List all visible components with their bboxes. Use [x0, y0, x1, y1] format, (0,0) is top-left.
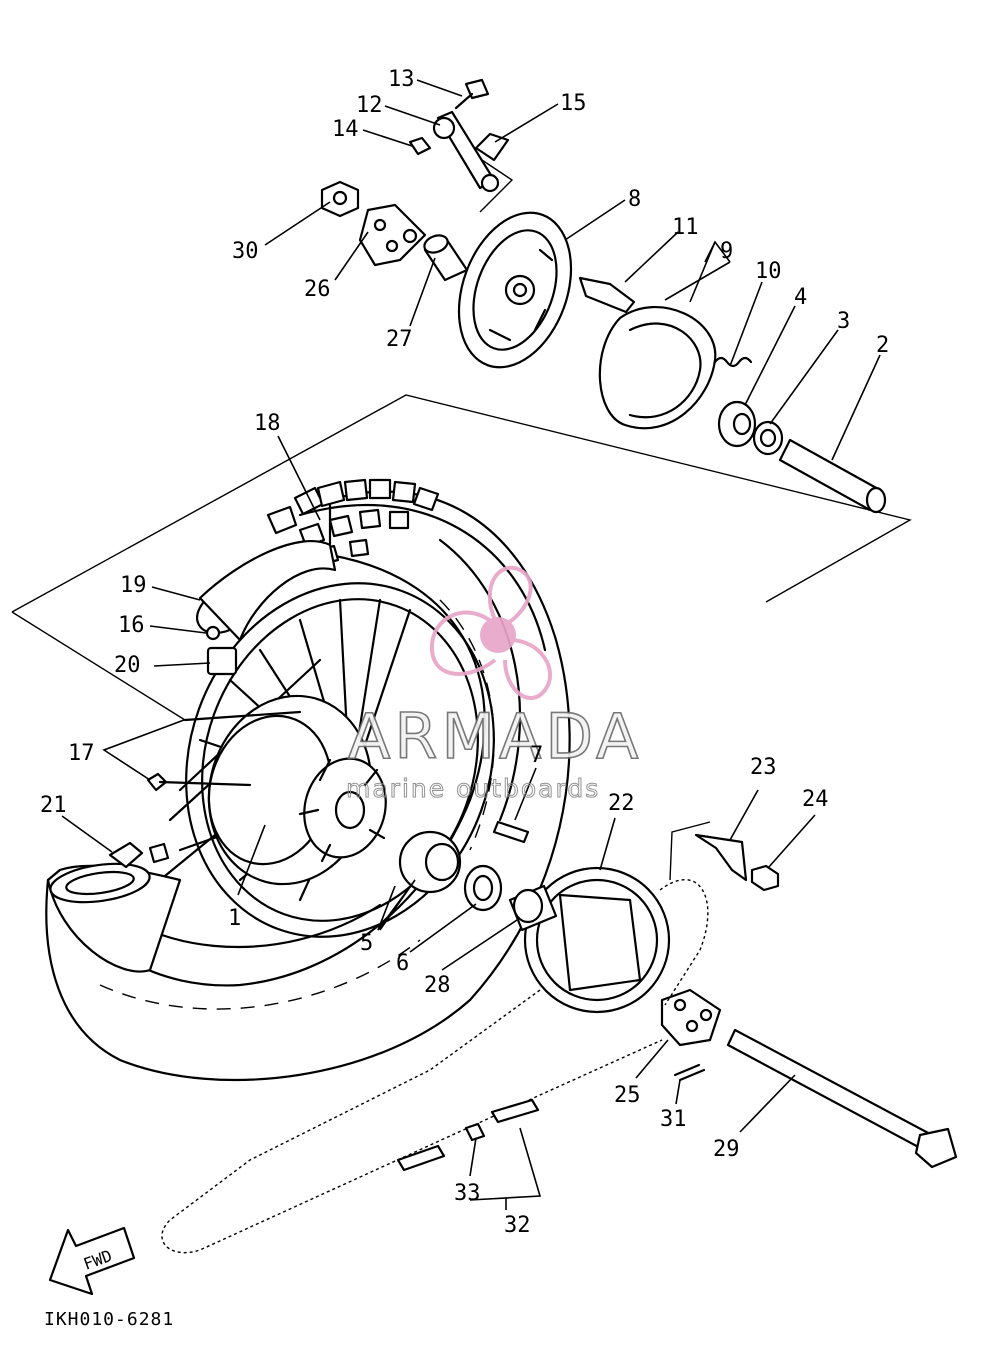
- spring-10: [713, 356, 753, 368]
- callout-3: 3: [837, 309, 850, 334]
- bearing-5: [398, 830, 462, 894]
- bolt-13: [454, 78, 490, 110]
- brake-shoe-plate: [457, 211, 573, 369]
- callout-23: 23: [750, 755, 777, 780]
- callout-26: 26: [304, 277, 331, 302]
- chain-joint: [464, 1098, 540, 1142]
- callout-13: 13: [388, 67, 415, 92]
- callout-19: 19: [120, 573, 147, 598]
- callout-5: 5: [360, 931, 373, 956]
- oil-seal-6: [463, 864, 503, 912]
- callout-14: 14: [332, 117, 359, 142]
- callout-16: 16: [118, 613, 145, 638]
- brand-tagline: marine outboards: [346, 774, 600, 803]
- group-outline: [11, 159, 912, 881]
- callout-33: 33: [454, 1181, 481, 1206]
- callout-6: 6: [396, 951, 409, 976]
- callout-29: 29: [713, 1137, 740, 1162]
- stud-bolt-7: [492, 820, 530, 844]
- collar-27: [423, 234, 469, 282]
- nut-24: [750, 864, 780, 892]
- callout-30: 30: [232, 239, 259, 264]
- callout-11: 11: [672, 215, 699, 240]
- armada-logo: [429, 566, 552, 700]
- callout-4: 4: [794, 285, 807, 310]
- camshaft-11: [578, 276, 636, 314]
- callout-18: 18: [254, 411, 281, 436]
- reference-code: IKH010-6281: [44, 1309, 174, 1330]
- tube: [46, 862, 182, 973]
- callout-12: 12: [356, 93, 383, 118]
- sprocket-26: [358, 203, 427, 267]
- lock-washer-23: [694, 833, 748, 882]
- callout-15: 15: [560, 91, 587, 116]
- wheel-rim: [185, 582, 495, 938]
- nut-30: [320, 180, 360, 218]
- armada-watermark: ARMADA marine outboards: [346, 566, 642, 804]
- callout-20: 20: [114, 653, 141, 678]
- nut-14: [408, 136, 432, 156]
- cotter-pin-31: [673, 1063, 706, 1082]
- spacer-2: [778, 438, 887, 514]
- callout-8: 8: [628, 187, 641, 212]
- indicator-plate-15: [474, 132, 510, 162]
- rim-band: [196, 540, 337, 642]
- brand-name: ARMADA: [348, 700, 642, 773]
- callout-2: 2: [876, 333, 889, 358]
- callout-32: 32: [504, 1213, 531, 1238]
- callout-25: 25: [614, 1083, 641, 1108]
- rim-lock: [205, 625, 238, 676]
- callout-31: 31: [660, 1107, 687, 1132]
- oil-seal-3: [752, 420, 784, 456]
- callout-21: 21: [40, 793, 67, 818]
- sprocket-22: [523, 866, 671, 1014]
- brake-shoe-9: [598, 306, 717, 430]
- drive-chain: [161, 878, 709, 1254]
- callout-1: 1: [228, 906, 241, 931]
- callout-17: 17: [68, 741, 95, 766]
- callout-labels: 1 2 3 4 5 6 7 8 9 10 11 12 13 14 15 16 1…: [40, 67, 889, 1238]
- tube-valve: [108, 841, 170, 869]
- leader-lines: [61, 79, 881, 1210]
- callout-24: 24: [802, 787, 829, 812]
- fwd-arrow: FWD: [48, 1226, 136, 1296]
- callout-28: 28: [424, 973, 451, 998]
- brake-camshaft-lever: [432, 110, 500, 193]
- bearing-4: [717, 400, 757, 448]
- callout-9: 9: [720, 239, 733, 264]
- callout-22: 22: [608, 791, 635, 816]
- callout-7: 7: [530, 743, 543, 768]
- wheel-hub: [207, 694, 387, 886]
- sprocket-25: [660, 988, 722, 1047]
- axle-29: [726, 1028, 958, 1169]
- callout-27: 27: [386, 327, 413, 352]
- callout-10: 10: [755, 259, 782, 284]
- spoke-set: [146, 710, 302, 792]
